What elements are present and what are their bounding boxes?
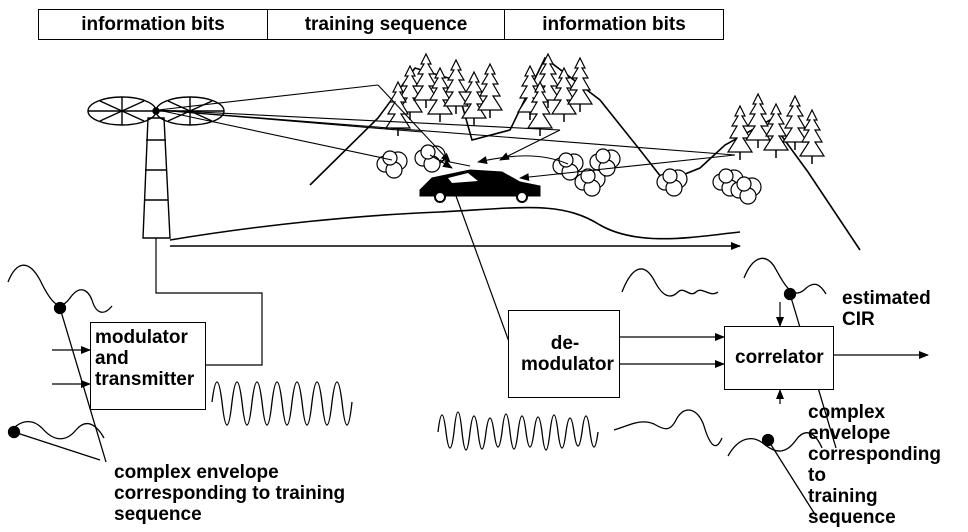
demodulator-label: de- modulator [521, 333, 614, 375]
forest-right [727, 93, 825, 165]
multipath-rays [157, 84, 736, 182]
frame-segment-training-sequence: training sequence [267, 10, 504, 39]
demodulator-block: de- modulator [508, 310, 620, 398]
frame-segment-info-bits-2: information bits [504, 10, 723, 39]
modulator-label: modulator and transmitter [95, 327, 195, 390]
correlator-label: correlator [735, 347, 824, 368]
rx-baseband-waveform-bottom [613, 409, 723, 447]
tx-modulated-signal [211, 381, 353, 426]
car-icon [419, 169, 541, 203]
rx-modulated-signal [437, 411, 599, 451]
tx-envelope-waveform-bottom [7, 421, 105, 461]
burst-frame: information bits training sequence infor… [38, 9, 724, 40]
correlator-block: correlator [724, 326, 834, 390]
tx-feed-line [155, 238, 263, 366]
base-station-antenna-icon [87, 96, 225, 239]
estimated-cir-label: estimated CIR [842, 288, 931, 330]
rx-envelope-caption: complex envelope corresponding to traini… [808, 402, 942, 528]
modulator-transmitter-block: modulator and transmitter [90, 322, 206, 410]
road [169, 206, 741, 250]
frame-segment-info-bits-1: information bits [81, 13, 225, 35]
rx-baseband-waveform-top [621, 268, 719, 297]
tx-envelope-caption: complex envelope corresponding to traini… [114, 462, 346, 525]
correlator-reference-waveform-bottom [727, 432, 823, 517]
